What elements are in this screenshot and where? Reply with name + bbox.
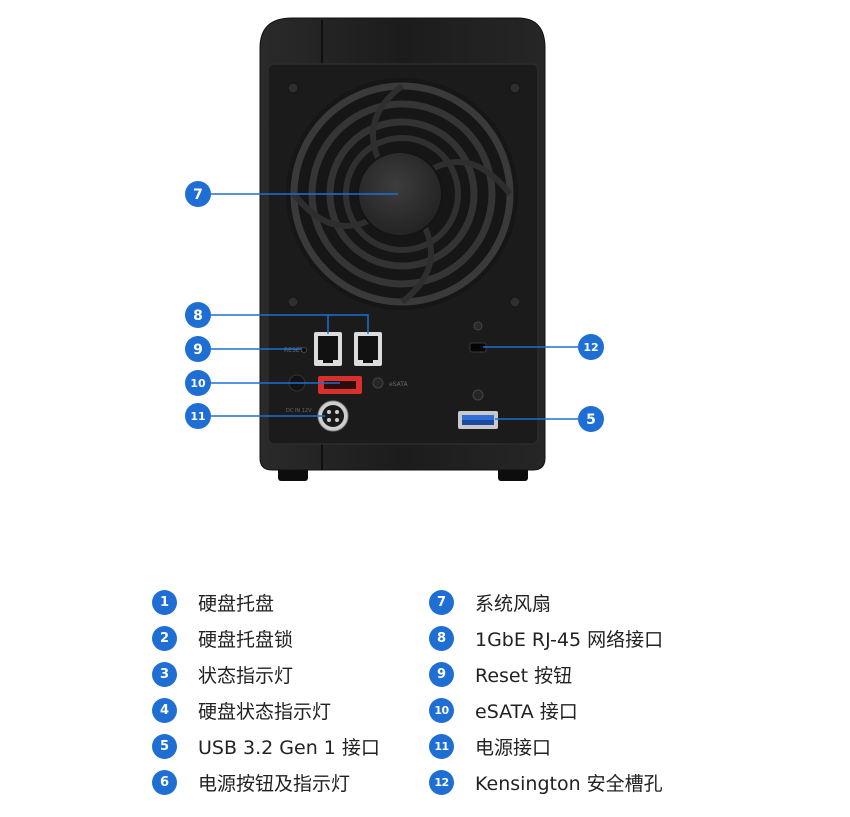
legend-badge-11: 11 [429,733,454,759]
callout-leaders [211,193,578,420]
callout-5-number: 5 [586,412,596,428]
legend-item-6: 6 电源按钮及指示灯 [152,764,380,800]
legend-badge-4: 4 [152,697,177,723]
legend-label-power-button: 电源按钮及指示灯 [198,772,351,795]
reset-button [301,347,307,353]
legend-item-10: 10 eSATA 接口 [429,692,663,728]
legend-badge-2: 2 [152,625,177,651]
legend-label-status-indicator: 状态指示灯 [198,664,294,687]
lan-port-2 [354,332,382,366]
callout-12-number: 12 [583,341,598,354]
system-fan [286,78,518,310]
legend-label-power-port: 电源接口 [475,736,552,759]
leader-8b [328,314,369,334]
esata-port [318,376,362,394]
legend-column-left: 1 硬盘托盘 2 硬盘托盘锁 3 状态指示灯 4 硬盘状态指示灯 5 USB 3… [152,584,380,800]
fan-screw-bl [287,296,299,308]
kensington-icon [473,321,483,331]
legend-item-11: 11 电源接口 [429,728,663,764]
legend-label-lan-port: 1GbE RJ-45 网络接口 [475,628,664,651]
callout-11: 11 [185,403,211,429]
legend-badge-1: 1 [152,589,177,615]
legend-item-5: 5 USB 3.2 Gen 1 接口 [152,728,380,764]
legend-item-3: 3 状态指示灯 [152,656,380,692]
legend-item-12: 12 Kensington 安全槽孔 [429,764,663,800]
usb-port [458,411,498,429]
legend-item-2: 2 硬盘托盘锁 [152,620,380,656]
legend-label-kensington-slot: Kensington 安全槽孔 [475,772,663,795]
legend-label-usb-port: USB 3.2 Gen 1 接口 [198,736,380,759]
legend-badge-3: 3 [152,661,177,687]
fan-screw-br [509,296,521,308]
legend-label-reset-button: Reset 按钮 [475,664,573,687]
legend-item-8: 8 1GbE RJ-45 网络接口 [429,620,663,656]
legend-label-drive-status-indicator: 硬盘状态指示灯 [198,700,332,723]
callout-8: 8 [185,302,211,328]
callout-7: 7 [185,181,211,207]
callout-9-number: 9 [193,342,203,358]
legend-badge-7: 7 [429,589,454,615]
callout-5: 5 [578,406,604,432]
callout-10-number: 10 [190,377,206,390]
legend-badge-5: 5 [152,733,177,759]
callout-7-number: 7 [193,187,203,203]
callout-12: 12 [578,334,604,360]
legend-badge-12: 12 [429,769,454,795]
legend-label-system-fan: 系统风扇 [475,592,552,615]
legend-item-9: 9 Reset 按钮 [429,656,663,692]
fan-screw-tl [287,82,299,94]
legend-label-drive-tray: 硬盘托盘 [198,592,275,615]
lan-port-1 [314,332,342,366]
panel-screw-right [472,389,484,401]
legend-item-4: 4 硬盘状态指示灯 [152,692,380,728]
dc-in-silkscreen: DC IN 12V [286,408,312,414]
callout-11-number: 11 [190,410,205,423]
legend-label-drive-tray-lock: 硬盘托盘锁 [198,628,294,651]
legend-badge-9: 9 [429,661,454,687]
callout-9: 9 [185,336,211,362]
callout-8-number: 8 [193,308,203,324]
legend-item-1: 1 硬盘托盘 [152,584,380,620]
nas-rear-diagram: RESET eSATA DC IN 12V [185,17,604,481]
legend-item-7: 7 系统风扇 [429,584,663,620]
callout-10: 10 [185,370,211,396]
panel-screw-esata [372,377,384,389]
reset-silkscreen: RESET [284,347,304,354]
esata-silkscreen: eSATA [389,381,408,388]
legend-badge-10: 10 [429,697,454,723]
legend-badge-6: 6 [152,769,177,795]
legend-badge-8: 8 [429,625,454,651]
legend-label-esata-port: eSATA 接口 [475,700,578,723]
legend-column-right: 7 系统风扇 8 1GbE RJ-45 网络接口 9 Reset 按钮 10 e… [429,584,663,800]
fan-screw-tr [509,82,521,94]
